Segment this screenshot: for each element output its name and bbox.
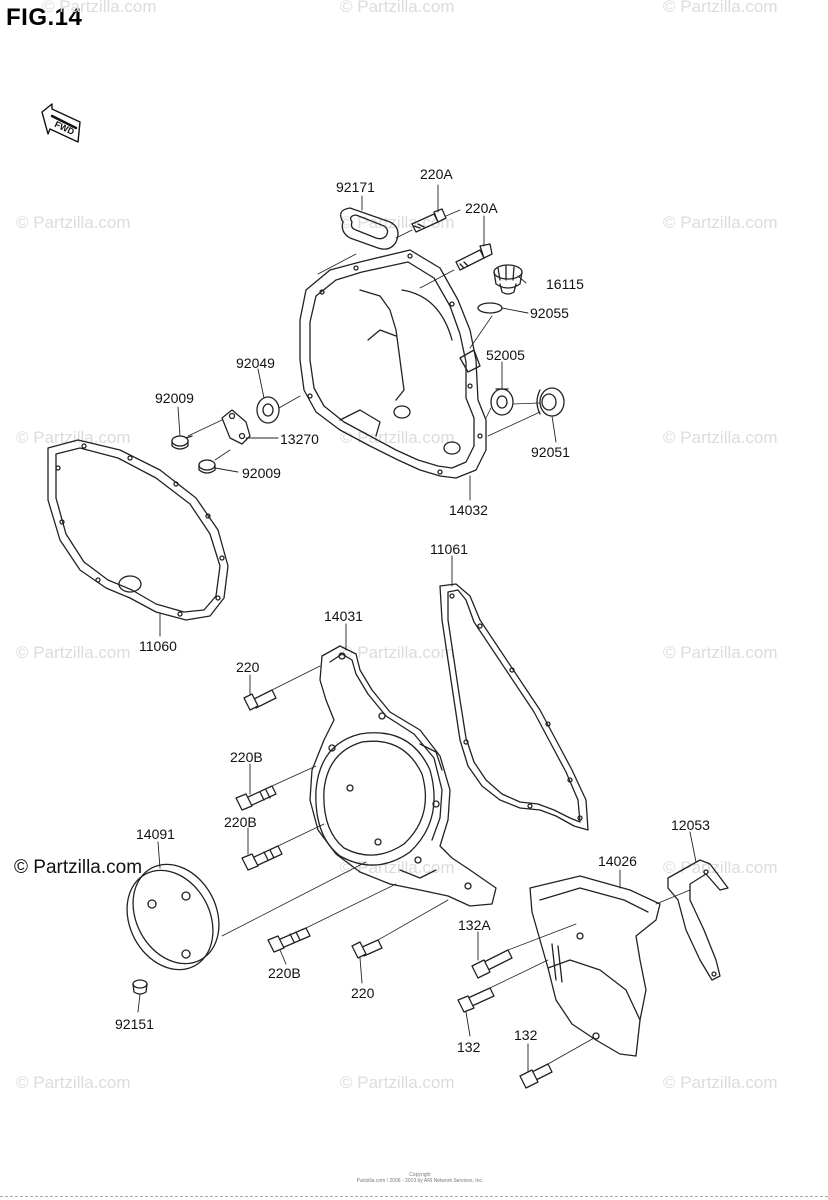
watermark: © Partzilla.com	[340, 1073, 455, 1092]
part-92171-gasket	[340, 207, 399, 250]
part-220A-bolt-upper	[411, 208, 447, 233]
part-label-92049: 92049	[236, 355, 275, 371]
watermark: © Partzilla.com	[663, 428, 778, 447]
part-13270-plate	[221, 409, 251, 445]
partzilla-watermark: © Partzilla.com	[14, 857, 143, 878]
part-label-13270: 13270	[280, 431, 319, 447]
watermark: © Partzilla.com	[16, 213, 131, 232]
part-92009-bolt-upper	[171, 435, 193, 450]
part-label-14026: 14026	[598, 853, 637, 869]
part-92055-o-ring	[477, 302, 503, 314]
watermark: © Partzilla.com	[340, 428, 455, 447]
watermark: © Partzilla.com	[42, 0, 157, 16]
part-220A-bolt-lower	[455, 243, 493, 271]
part-label-220A-lower: 220A	[465, 200, 498, 216]
part-14032-clutch-cover	[299, 249, 487, 479]
part-16115-filler-cap	[493, 264, 523, 295]
part-label-132-upper: 132	[457, 1039, 481, 1055]
part-52005-bearing	[490, 388, 514, 416]
part-12053-bracket	[667, 859, 729, 981]
part-label-220B-c: 220B	[268, 965, 301, 981]
copyright-notice: Copyright Partzilla.com / 2006 - 2019 by…	[330, 1172, 510, 1184]
figure-title: FIG.14	[6, 4, 83, 31]
watermark: © Partzilla.com	[663, 1073, 778, 1092]
watermark: © Partzilla.com	[16, 428, 131, 447]
part-220-bolt-bottom	[351, 939, 383, 959]
part-label-16115: 16115	[546, 276, 584, 292]
part-label-14032: 14032	[449, 502, 488, 518]
watermark: © Partzilla.com	[663, 858, 778, 877]
part-label-92009-upper: 92009	[155, 390, 194, 406]
part-label-14031: 14031	[324, 608, 363, 624]
leader-lines	[137, 184, 697, 1073]
part-14026-sprocket-cover	[529, 875, 661, 1057]
watermark: © Partzilla.com	[663, 643, 778, 662]
part-label-12053: 12053	[671, 817, 710, 833]
part-label-11061: 11061	[430, 541, 468, 557]
part-220B-bolt-a	[235, 785, 277, 811]
bottom-rule	[0, 1196, 828, 1197]
part-label-220-bottom: 220	[351, 985, 375, 1001]
part-label-92009-lower: 92009	[242, 465, 281, 481]
part-label-220B-a: 220B	[230, 749, 263, 765]
copyright-line2: Partzilla.com / 2006 - 2019 by ARI Netwo…	[356, 1178, 484, 1184]
part-220B-bolt-b	[241, 845, 283, 871]
part-11060-gasket	[47, 439, 229, 621]
part-label-132-lower: 132	[514, 1027, 538, 1043]
watermark: © Partzilla.com	[16, 1073, 131, 1092]
part-92151-screw	[132, 979, 148, 995]
copyright-line1: Copyright	[409, 1172, 431, 1178]
part-label-220-top: 220	[236, 659, 260, 675]
part-14091-cover-cap	[126, 863, 220, 971]
part-132-bolt-lower	[519, 1063, 553, 1089]
part-label-11060: 11060	[139, 638, 177, 654]
part-132A-bolt	[471, 949, 513, 979]
part-220B-bolt-c	[267, 927, 311, 953]
part-220-bolt-top	[243, 689, 277, 711]
watermark: © Partzilla.com	[663, 0, 778, 16]
watermark: © Partzilla.com	[16, 643, 131, 662]
part-label-132A: 132A	[458, 917, 491, 933]
part-11061-gasket	[439, 583, 589, 831]
part-label-92055: 92055	[530, 305, 569, 321]
part-label-220B-b: 220B	[224, 814, 257, 830]
part-label-92051: 92051	[531, 444, 570, 460]
part-132-bolt-upper	[457, 987, 495, 1013]
watermark: © Partzilla.com	[340, 643, 455, 662]
watermark: © Partzilla.com	[340, 0, 455, 16]
part-label-14091: 14091	[136, 826, 175, 842]
part-14031-generator-cover	[309, 645, 497, 907]
part-label-92171: 92171	[336, 179, 375, 195]
part-92009-bolt-lower	[198, 459, 216, 474]
assembly-lines	[187, 209, 691, 1065]
watermark: © Partzilla.com	[340, 858, 455, 877]
part-label-52005: 52005	[486, 347, 525, 363]
part-label-92151: 92151	[115, 1016, 154, 1032]
watermark: © Partzilla.com	[663, 213, 778, 232]
part-92051-oil-seal	[536, 387, 565, 417]
part-92049-oil-seal	[256, 396, 280, 424]
fwd-arrow-icon: FWD	[41, 103, 81, 143]
part-label-220A-upper: 220A	[420, 166, 453, 182]
